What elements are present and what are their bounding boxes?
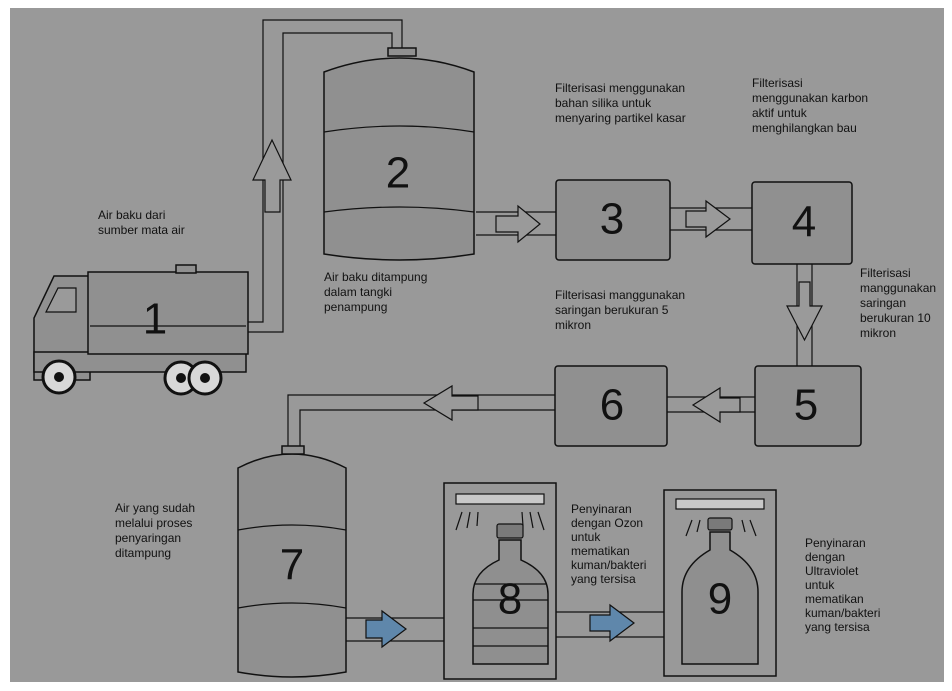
water-truck-icon <box>33 264 249 396</box>
step-number-1: 1 <box>143 295 167 344</box>
pipe-tank7-to-box8 <box>346 617 444 642</box>
tank7-body <box>237 453 347 678</box>
tank7-band <box>237 524 347 531</box>
arrow-up-icon <box>252 138 292 213</box>
arrow-left-icon <box>422 384 479 422</box>
step-number-8: 8 <box>498 575 522 624</box>
step-number-6: 6 <box>600 381 624 430</box>
truck-hub <box>200 373 210 383</box>
arrow-right-blue-icon <box>365 609 407 649</box>
tank2-band <box>323 206 475 213</box>
step-number-2: 2 <box>386 149 410 198</box>
caption-5: Filterisasi manggunakan saringan berukur… <box>860 266 939 340</box>
caption-1: Air baku dari sumber mata air <box>98 208 185 237</box>
arrow-left-icon <box>691 386 741 424</box>
tank7-band <box>237 602 347 609</box>
tank2-hatch <box>387 47 417 57</box>
arrow-right-blue-icon <box>589 603 635 643</box>
step-number-5: 5 <box>794 381 818 430</box>
caption-2: Air baku ditampung dalam tangki penampun… <box>324 270 431 314</box>
caption-3: Filterisasi menggunakan bahan silika unt… <box>555 81 688 125</box>
truck-window <box>45 287 77 313</box>
caption-6: Filterisasi manggunakan saringan berukur… <box>555 288 688 332</box>
caption-9: Penyinaran dengan Ultraviolet untuk mema… <box>805 536 884 634</box>
filter-box-5 <box>754 365 862 447</box>
bottle-8-cap <box>496 523 524 539</box>
step-number-7: 7 <box>280 541 304 590</box>
lamp-rays <box>455 511 545 531</box>
caption-7: Air yang sudah melalui proses penyaringa… <box>115 501 198 560</box>
lamp-rays <box>685 519 757 537</box>
truck-hub <box>54 372 64 382</box>
bottle-8-bands <box>473 583 548 647</box>
ozone-lamp <box>455 493 545 505</box>
caption-4: Filterisasi menggunakan karbon aktif unt… <box>752 76 871 135</box>
storage-tank-icon <box>237 445 347 678</box>
bottle-9-cap <box>707 517 733 531</box>
bottle-9 <box>681 531 759 665</box>
bottle-8 <box>472 539 549 665</box>
ozone-lamp-bottle-icon <box>443 482 557 680</box>
pipe-truck-to-tank2-inner <box>244 32 393 333</box>
uv-lamp <box>675 498 765 510</box>
pipe-tank2-to-box3 <box>476 211 556 236</box>
flow-arrows <box>252 138 823 649</box>
tank7-hatch <box>281 445 305 455</box>
caption-8: Penyinaran dengan Ozon untuk mematikan k… <box>571 502 650 586</box>
truck-hub <box>176 373 186 383</box>
truck-tank-body <box>87 271 249 355</box>
filter-box-6 <box>554 365 668 447</box>
storage-tank-icon <box>323 47 475 261</box>
arrow-right-icon <box>495 204 541 244</box>
filter-box-4 <box>751 181 853 265</box>
uv-lamp-bottle-icon <box>663 489 777 677</box>
tank2-body <box>323 57 475 261</box>
step-number-4: 4 <box>792 198 816 247</box>
arrow-down-icon <box>786 281 823 342</box>
step-number-3: 3 <box>600 195 624 244</box>
pipe-truck-to-tank2 <box>244 19 403 323</box>
filter-box-3 <box>555 179 671 261</box>
tank2-band <box>323 125 475 133</box>
step-number-9: 9 <box>708 575 732 624</box>
arrow-right-icon <box>685 199 731 239</box>
truck-tank-hatch <box>175 264 197 274</box>
